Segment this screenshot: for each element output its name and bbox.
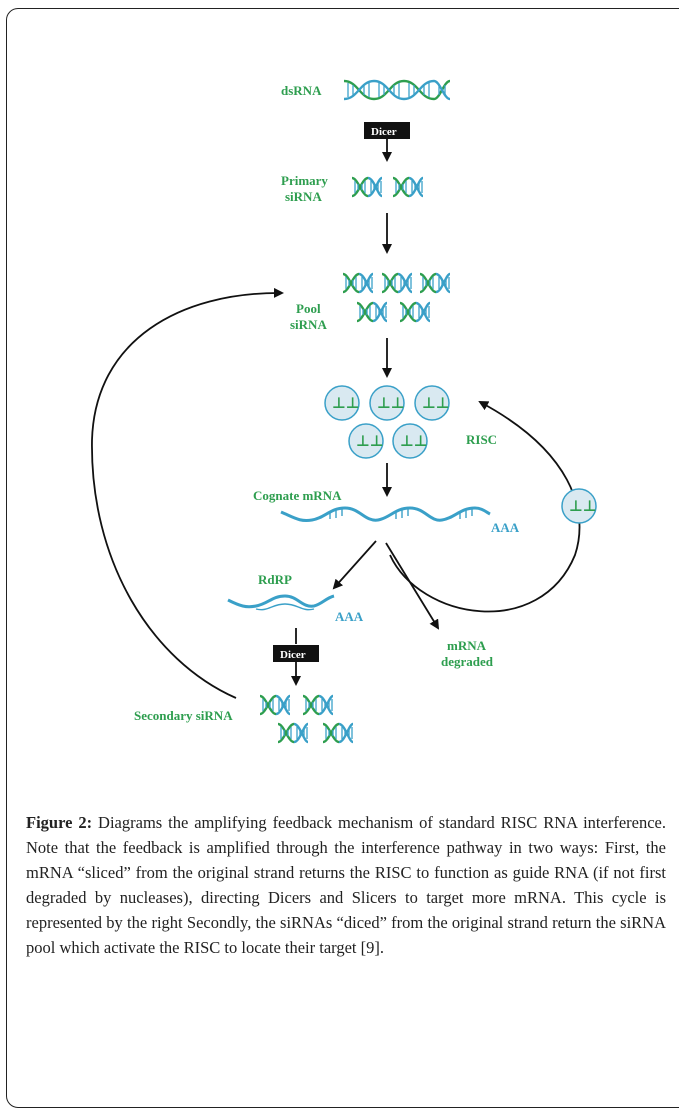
label-pool-1: Pool <box>296 301 321 316</box>
arrow-to-rdrp <box>332 540 377 590</box>
svg-text:⊥⊥: ⊥⊥ <box>422 395 449 412</box>
secondary-sirna-1 <box>258 694 292 716</box>
rdrp-complement <box>255 603 315 611</box>
risc-returning: ⊥⊥ <box>561 488 597 524</box>
label-primary-1: Primary <box>281 173 328 188</box>
cognate-mrna-strand <box>280 506 491 522</box>
secondary-sirna-4 <box>321 722 355 744</box>
label-cognate: Cognate mRNA <box>253 488 342 503</box>
caption-prefix: Figure 2: <box>26 813 93 832</box>
risc-4: ⊥⊥ <box>348 423 384 459</box>
secondary-sirna-2 <box>301 694 335 716</box>
dicer-label-top: Dicer <box>371 126 397 138</box>
dsrna-helix <box>343 79 451 101</box>
svg-text:⊥⊥: ⊥⊥ <box>356 433 383 450</box>
label-secondary: Secondary siRNA <box>134 708 233 723</box>
rdrp-strand <box>227 594 335 609</box>
left-feedback-loop <box>91 287 284 699</box>
label-risc: RISC <box>466 432 497 447</box>
primary-sirna-2 <box>391 176 425 198</box>
primary-sirna-1 <box>350 176 384 198</box>
label-degraded-2: degraded <box>441 654 494 669</box>
dicer-label-bottom: Dicer <box>280 649 306 661</box>
arrow-to-degraded <box>385 542 440 630</box>
pool-sirna-2 <box>380 272 414 294</box>
label-degraded-1: mRNA <box>447 638 487 653</box>
risc-3: ⊥⊥ <box>414 385 450 421</box>
label-primary-2: siRNA <box>285 189 322 204</box>
label-dsrna: dsRNA <box>281 83 322 98</box>
svg-text:⊥⊥: ⊥⊥ <box>332 395 359 412</box>
label-aaa-bottom: AAA <box>335 609 364 624</box>
secondary-sirna-3 <box>276 722 310 744</box>
caption-text: Diagrams the amplifying feedback mechani… <box>26 813 666 957</box>
figure-caption: Figure 2: Diagrams the amplifying feedba… <box>26 810 666 960</box>
rnai-diagram: dsRNA Dicer Primary siRNA Pool siRNA ⊥⊥ … <box>91 79 597 744</box>
svg-text:⊥⊥: ⊥⊥ <box>400 433 427 450</box>
dicer-box-top <box>364 122 410 139</box>
svg-text:⊥⊥: ⊥⊥ <box>377 395 404 412</box>
risc-5: ⊥⊥ <box>392 423 428 459</box>
label-aaa-top: AAA <box>491 520 520 535</box>
risc-1: ⊥⊥ <box>324 385 360 421</box>
cognate-mrna-bases <box>329 509 473 519</box>
pool-sirna-3 <box>418 272 452 294</box>
right-feedback-loop <box>389 401 581 613</box>
risc-2: ⊥⊥ <box>369 385 405 421</box>
pool-sirna-1 <box>341 272 375 294</box>
pool-sirna-5 <box>398 301 432 323</box>
label-rdrp: RdRP <box>258 572 292 587</box>
label-pool-2: siRNA <box>290 317 327 332</box>
pool-sirna-4 <box>355 301 389 323</box>
svg-text:⊥⊥: ⊥⊥ <box>569 498 596 515</box>
dicer-box-bottom <box>273 645 319 662</box>
